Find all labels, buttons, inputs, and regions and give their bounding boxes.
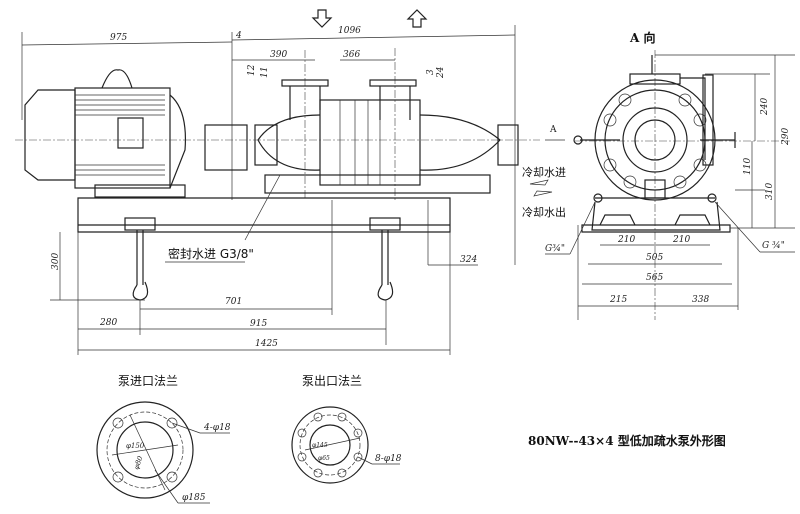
- cooling-water-in-label: 冷却水进: [522, 166, 566, 179]
- anchor-bolt-right: [377, 230, 394, 301]
- dim-701: 701: [225, 297, 242, 307]
- dim-310: 310: [765, 183, 775, 200]
- inlet-bore: φ80: [132, 454, 144, 470]
- motor: [24, 69, 187, 198]
- dim-338: 338: [692, 295, 709, 305]
- inlet-flange-label: 泵进口法兰: [118, 374, 178, 388]
- dim-290: 290: [781, 128, 791, 146]
- dim-324: 324: [460, 255, 477, 265]
- dim-565: 565: [646, 273, 663, 283]
- pump-body: [15, 79, 540, 194]
- inlet-flange: 泵进口法兰 φ150 φ80 4-φ18 φ185: [96, 374, 231, 504]
- outlet-holes: 8-φ18: [375, 454, 402, 464]
- dim-110: 110: [743, 158, 753, 175]
- side-view: 975 4 1096 390 366 12 11 3 24: [15, 25, 540, 355]
- dim-505: 505: [646, 253, 663, 263]
- dim-215: 215: [609, 295, 627, 305]
- view-a-label: A 向: [629, 30, 656, 45]
- seal-water-label: 密封水进 G3/8": [168, 246, 254, 261]
- anchor-bolt-left: [132, 230, 149, 301]
- pipe-left-label: G¾": [545, 243, 565, 254]
- base-frame: [77, 197, 451, 233]
- outlet-bolt-circle: φ145: [312, 442, 328, 449]
- outlet-flange: 泵出口法兰 φ145 φ65 8-φ18: [291, 374, 402, 484]
- dim-366: 366: [343, 50, 360, 60]
- dim-300: 300: [51, 253, 61, 270]
- dim-210-left: 210: [617, 235, 635, 245]
- outlet-flange-label: 泵出口法兰: [302, 374, 362, 388]
- dim-915: 915: [250, 319, 267, 329]
- flow-in-arrow-icon: [311, 9, 333, 28]
- flow-out-arrow-icon: [406, 9, 428, 28]
- pipe-right-label: G ¾": [762, 240, 785, 251]
- front-view-a: A 向 A 冷却水进 冷却水出 G: [522, 30, 795, 320]
- coupling-guard: [204, 124, 248, 171]
- dim-24: 24: [436, 66, 446, 79]
- outlet-bore: φ65: [318, 455, 330, 462]
- cooling-flow-arrows-icon: [529, 179, 553, 197]
- dim-975: 975: [110, 33, 127, 43]
- drawing-title: 80NW--43×4 型低加疏水泵外形图: [528, 433, 726, 448]
- dim-240: 240: [760, 98, 770, 116]
- dim-210-right: 210: [672, 235, 690, 245]
- dim-3: 3: [426, 69, 436, 75]
- dim-12: 12: [247, 64, 257, 76]
- section-a-label: A: [549, 125, 557, 135]
- cooling-water-out-label: 冷却水出: [522, 205, 566, 219]
- dim-390: 390: [270, 50, 287, 60]
- dim-280: 280: [99, 318, 117, 328]
- inlet-outer-dia: φ185: [182, 493, 206, 503]
- inlet-holes: 4-φ18: [203, 423, 231, 433]
- dim-4: 4: [235, 31, 242, 41]
- dim-1096: 1096: [338, 26, 361, 36]
- inlet-bolt-circle: φ150: [126, 442, 145, 450]
- dim-11: 11: [260, 67, 270, 78]
- dim-1425: 1425: [255, 339, 278, 349]
